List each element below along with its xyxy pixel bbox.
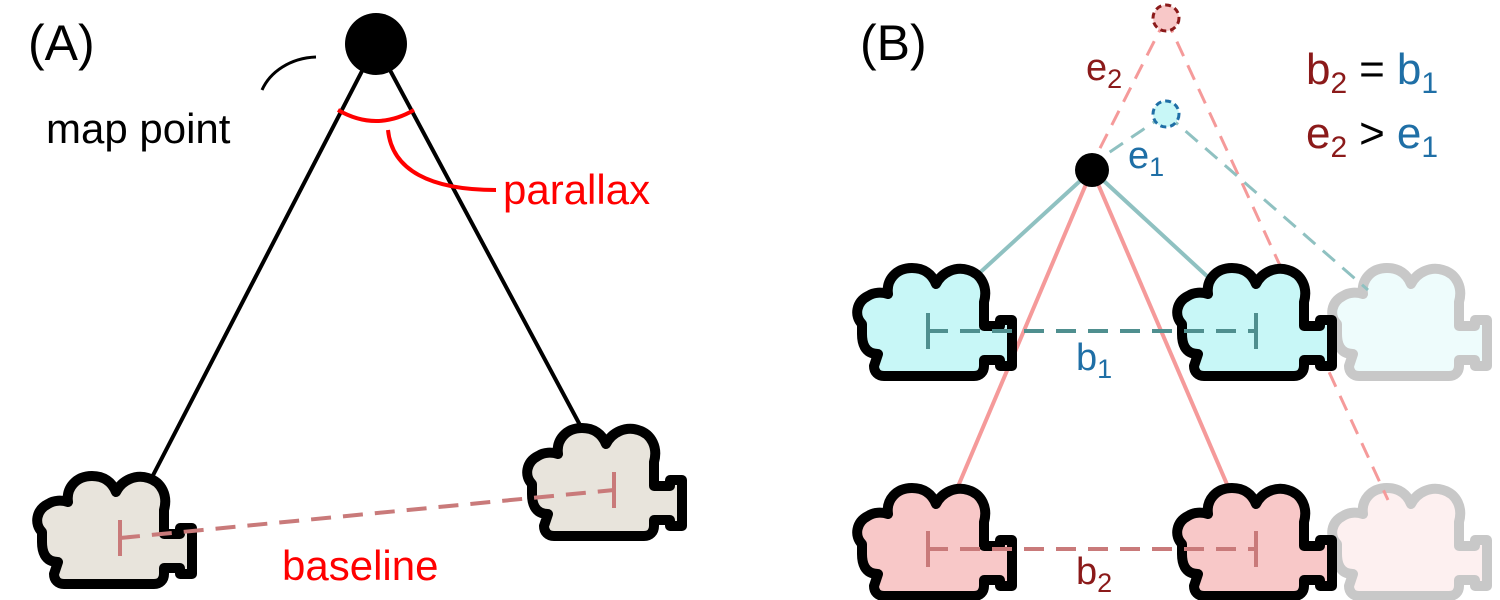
panel-b-label: (B) <box>860 15 927 71</box>
baseline-label: baseline <box>282 542 438 589</box>
e1-point-marker <box>1151 99 1181 129</box>
panel-a-label: (A) <box>28 15 95 71</box>
camera-icon <box>857 488 1012 596</box>
parallax-label: parallax <box>503 166 650 213</box>
camera-icon <box>37 476 192 584</box>
camera-icon <box>857 268 1012 376</box>
camera-icon <box>1332 488 1487 596</box>
e2-ray-left <box>1088 17 1168 169</box>
camera-icon <box>527 428 682 536</box>
map-point-marker <box>345 13 407 75</box>
parallax-arc <box>336 108 416 123</box>
baseline-line <box>119 488 615 540</box>
e1-label: e1 <box>1128 135 1164 182</box>
e2-label: e2 <box>1086 47 1122 94</box>
b2-label: b2 <box>1076 551 1112 598</box>
parallax-leader <box>386 129 497 192</box>
teal-ray-right <box>1090 168 1224 292</box>
map-point-label: map point <box>46 105 231 152</box>
panel-a: (A) map point parallax baseline <box>28 13 682 589</box>
b1-label: b1 <box>1076 337 1112 384</box>
map-point-marker <box>1075 153 1109 187</box>
equation-e2-greater-e1: e2>e1 <box>1306 109 1438 164</box>
panel-b: (B) e2 e1 b1 b2 <box>857 3 1487 598</box>
equation-b2-equals-b1: b2=b1 <box>1306 45 1438 100</box>
camera-icon <box>1332 268 1487 376</box>
map-point-leader <box>260 55 317 91</box>
e1-ray-right <box>1165 112 1369 292</box>
e2-point-marker <box>1151 3 1181 33</box>
ray-left <box>146 43 378 486</box>
e2-ray-right <box>1164 17 1390 501</box>
ray-right <box>374 43 590 441</box>
pink-ray-left <box>946 169 1094 511</box>
